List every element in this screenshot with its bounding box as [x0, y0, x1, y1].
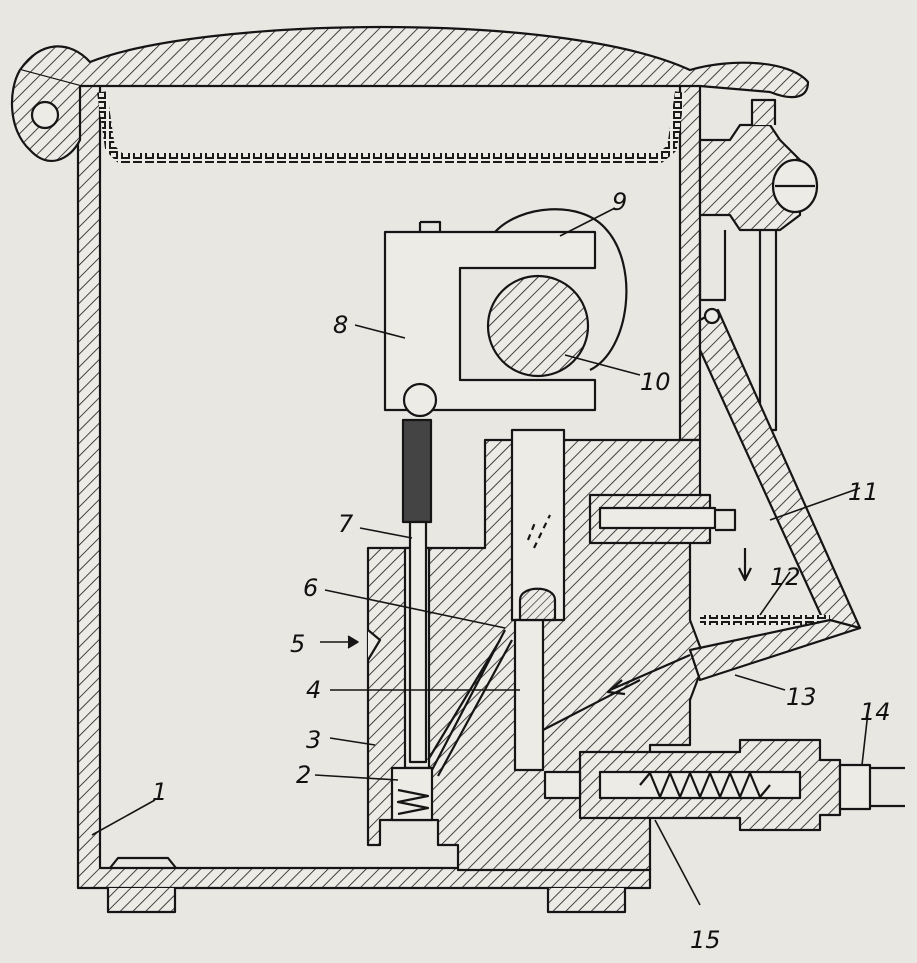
label-3: 3: [306, 726, 321, 754]
label-8: 8: [333, 311, 348, 339]
air-inlet-port: [367, 629, 382, 661]
float-body: [494, 208, 628, 371]
label-11: 11: [848, 478, 879, 506]
label-5: 5: [290, 630, 305, 658]
flap-hinge: [703, 307, 721, 325]
label-4: 4: [306, 676, 321, 704]
discharge-nozzle: [715, 508, 737, 532]
pump-rod-ball: [402, 382, 438, 418]
lid-screw: [698, 98, 819, 232]
inlet-valve-spring: [639, 771, 771, 799]
label-12: 12: [770, 563, 801, 591]
fuel-passages: [427, 629, 641, 777]
label-7: 7: [338, 510, 354, 538]
float-lever-notch: [418, 220, 442, 232]
flow-arrow: [738, 548, 752, 582]
pump-rod-lower: [408, 520, 428, 764]
label-13: 13: [786, 683, 817, 711]
part-labels: 1 2 3 4 5 6 7 8 9 10 11 12 13 14 15: [152, 188, 891, 954]
float-lever: [383, 230, 597, 412]
inlet-bore: [598, 770, 802, 800]
valve-seat: [543, 770, 582, 800]
fuel-pipe-end: [870, 766, 905, 808]
label-15: 15: [690, 926, 721, 954]
leader-lines: [91, 207, 869, 906]
pump-spring: [396, 788, 430, 816]
label-14: 14: [860, 698, 891, 726]
pump-rod: [401, 418, 433, 524]
housing-foot-left: [106, 888, 177, 914]
lid: [18, 25, 810, 99]
housing-foot-right: [546, 888, 627, 914]
return-channel: [688, 618, 862, 682]
label-1: 1: [152, 778, 167, 806]
top-gasket: [97, 91, 685, 163]
hinge-pin: [30, 100, 60, 130]
housing-right-wall: [678, 78, 702, 442]
label-6: 6: [303, 574, 318, 602]
needle-stem: [526, 514, 551, 549]
float-pivot-shaft: [486, 274, 590, 378]
discharge-tube-bore: [598, 506, 717, 530]
jet-channel: [513, 618, 545, 772]
label-2: 2: [296, 761, 311, 789]
return-arrow: [606, 653, 691, 696]
label-9: 9: [612, 188, 627, 216]
label-10: 10: [640, 368, 671, 396]
fuel-pipe: [838, 763, 872, 811]
needle-valve: [518, 587, 557, 622]
